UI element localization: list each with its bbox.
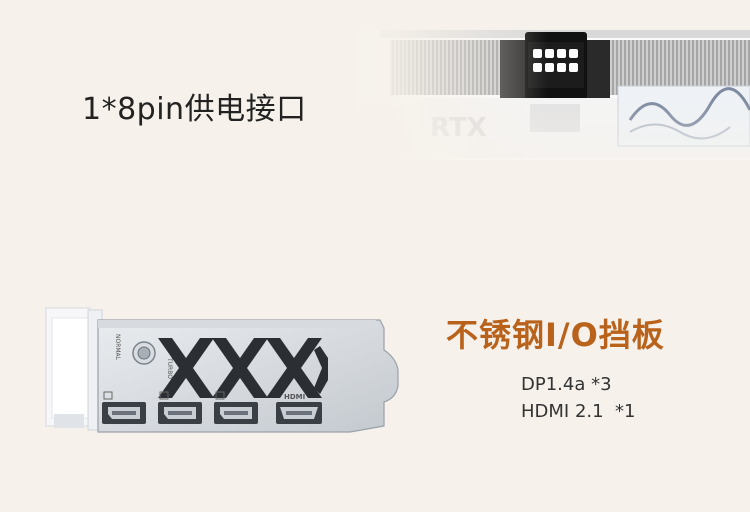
bios-switch: NORMAL TURBO	[114, 334, 173, 379]
io-bracket-illustration: NORMAL TURBO HDM	[45, 307, 399, 433]
io-plate-title: 不锈钢I/O挡板	[446, 316, 665, 354]
switch-label-turbo: TURBO	[166, 357, 173, 379]
hdmi-spec: HDMI 2.1 *1	[521, 401, 636, 422]
8pin-power-connector	[525, 32, 587, 104]
card-body	[45, 307, 103, 431]
displayport-3	[214, 402, 258, 424]
rtx-logo-text: RTX	[430, 113, 487, 143]
displayport-1	[102, 402, 146, 424]
heatsink-fins	[390, 40, 510, 95]
vent-cutouts	[158, 338, 328, 398]
power-connector-label: 1*8pin供电接口	[82, 92, 307, 127]
displayport-spec: DP1.4a *3	[521, 374, 612, 395]
gpu-top-photo: RTX	[300, 30, 750, 160]
displayport-2	[158, 402, 202, 424]
shroud-decoration	[617, 85, 750, 147]
dp-port-icons	[103, 391, 225, 400]
switch-label-normal: NORMAL	[114, 334, 121, 361]
hdmi-port: HDMI	[276, 393, 322, 424]
hdmi-port-label: HDMI	[284, 393, 305, 401]
